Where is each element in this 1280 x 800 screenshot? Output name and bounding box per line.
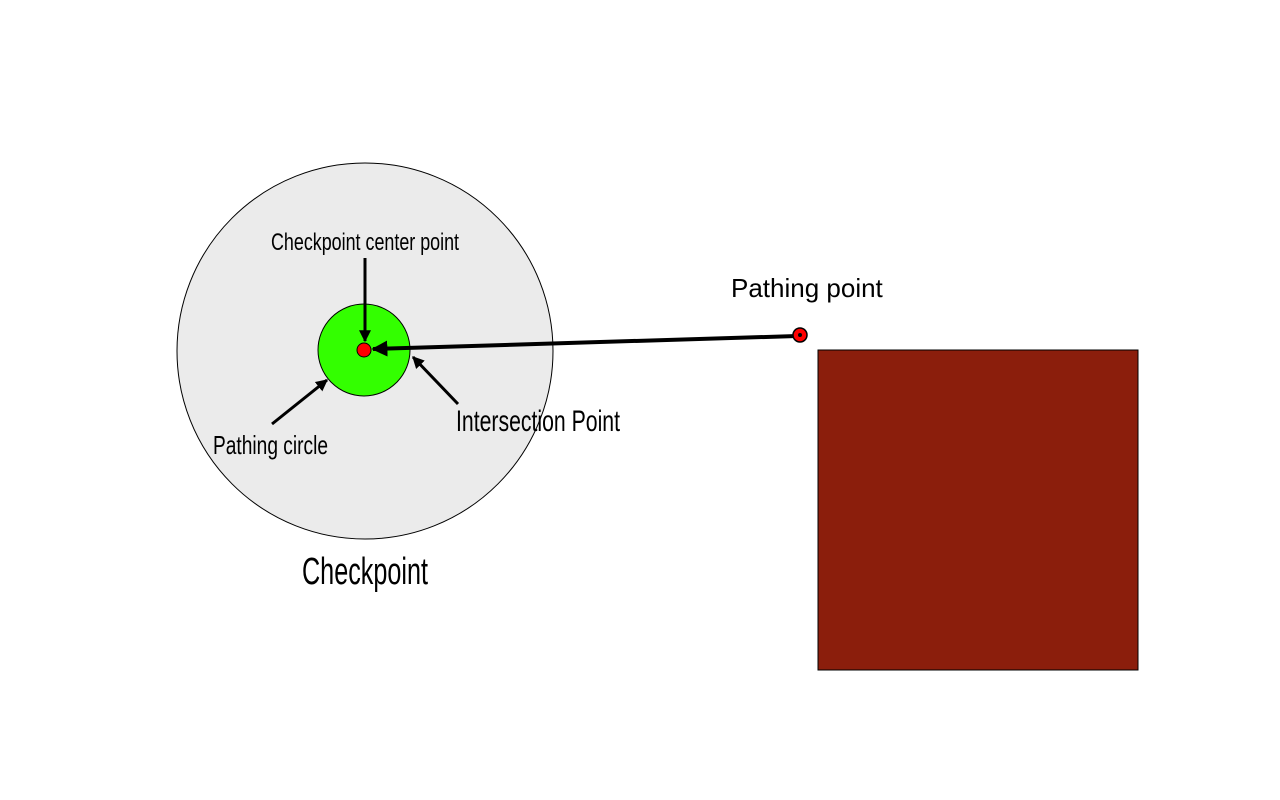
intersection-point-arrow (411, 355, 460, 406)
obstacle-square (817, 349, 1139, 671)
checkpoint-center-point (356, 342, 372, 358)
intersection-point-label: Intersection Point (456, 405, 620, 438)
pathing-point-dot (798, 333, 802, 337)
checkpoint-label: Checkpoint (302, 551, 428, 593)
pathing-circle-label: Pathing circle (213, 430, 328, 460)
pathing-point-label: Pathing point (731, 273, 884, 303)
checkpoint-center-point-label: Checkpoint center point (271, 229, 459, 256)
pathing-circle-arrow (271, 378, 328, 426)
path-line (371, 334, 798, 357)
